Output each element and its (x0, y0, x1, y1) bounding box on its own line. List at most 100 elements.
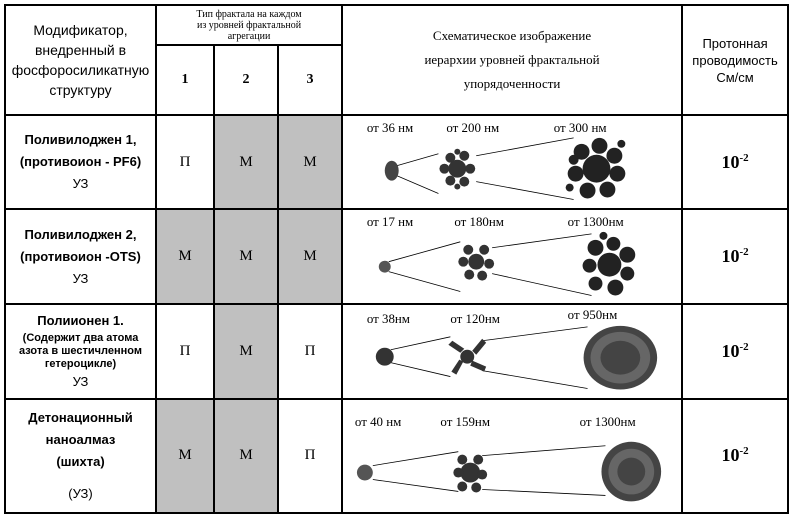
header-fractal-type-line: Тип фрактала на каждом (196, 8, 302, 20)
table-row: Поливилоджен 1, (противоион - PF6) УЗ П … (4, 113, 790, 211)
table-row: Полиионен 1. (Содержит два атома азота в… (4, 302, 790, 401)
fractal-hierarchy-diagram: от 40 нм от 159нм от 1300нм (355, 414, 662, 502)
modifier-cell: Полиионен 1. (Содержит два атома азота в… (4, 302, 157, 401)
connector-line (482, 326, 588, 342)
connector-line (390, 336, 451, 350)
fractal-level-1 (356, 464, 373, 481)
header-scheme: Схематическое изображение иерархии уровн… (341, 4, 684, 116)
connector-line (482, 489, 606, 497)
modifier-name: Поливилоджен 1, (24, 132, 137, 148)
scheme-cell: от 40 нм от 159нм от 1300нм (341, 398, 684, 514)
level-cell: М (213, 208, 279, 305)
table-row: Поливилоджен 2, (противоион -OTS) УЗ М М… (4, 208, 790, 305)
level-cell: М (213, 302, 279, 401)
fractal-level-3 (582, 232, 636, 296)
connector-line (372, 479, 459, 493)
conductivity-exponent: -2 (739, 151, 749, 164)
level-cell: П (276, 398, 344, 514)
modifier-note: (Содержит два атома (22, 332, 139, 345)
level-cell: М (213, 398, 279, 514)
scheme-cell: от 17 нм от 180нм от 1300нм (341, 208, 684, 305)
connector-line (482, 445, 606, 457)
fractal-level-1 (375, 347, 394, 366)
conductivity-cell: 10-2 (681, 113, 790, 211)
size-label-3: от 1300нм (568, 214, 624, 229)
modifier-counterion: (противоион - PF6) (19, 154, 142, 170)
modifier-uz: УЗ (72, 270, 89, 286)
connector-line (482, 370, 588, 389)
modifier-note: азота в шестичленном (18, 345, 143, 358)
size-label-1: от 36 нм (367, 120, 413, 135)
modifier-name: Поливилоджен 2, (24, 226, 137, 242)
size-label-2: от 200 нм (446, 120, 499, 135)
header-fractal-type: Тип фрактала на каждом из уровней фракта… (154, 4, 344, 46)
fractal-hierarchy-diagram: от 38нм от 120нм от 950нм (367, 307, 658, 390)
scheme-cell: от 38нм от 120нм от 950нм (341, 302, 684, 401)
modifier-counterion: (противоион -OTS) (20, 248, 141, 264)
size-label-1: от 40 нм (355, 414, 401, 429)
header-proton-line: проводимость (692, 52, 778, 68)
size-label-2: от 120нм (450, 311, 500, 326)
fractal-level-3 (601, 442, 662, 502)
level-cell: М (276, 208, 344, 305)
modifier-uz: УЗ (72, 374, 89, 390)
level-cell: П (276, 302, 344, 401)
size-label-3: от 950нм (568, 307, 618, 322)
size-label-3: от 300 нм (554, 120, 607, 135)
connector-line (476, 181, 574, 200)
modifier-name: наноалмаз (45, 431, 116, 447)
header-level-2: 2 (213, 44, 279, 116)
header-level-1: 1 (155, 44, 215, 116)
header-modifier-line: Модификатор, (33, 22, 128, 38)
level-cell: П (155, 113, 215, 211)
fractal-level-1 (378, 261, 391, 274)
fractal-level-1 (384, 160, 399, 181)
size-label-1: от 17 нм (367, 214, 413, 229)
conductivity-exponent: -2 (739, 246, 749, 259)
header-modifier: Модификатор, внедренный в фосфоросиликат… (4, 4, 157, 116)
fractal-level-3 (583, 325, 658, 390)
connector-line (390, 362, 451, 377)
modifier-name: Полиионен 1. (37, 313, 124, 329)
modifier-cell: Поливилоджен 2, (противоион -OTS) УЗ (4, 208, 157, 305)
header-proton-line: См/см (716, 69, 754, 85)
fractal-level-2 (448, 338, 487, 375)
header-modifier-line: структуру (49, 82, 112, 98)
conductivity-cell: 10-2 (681, 302, 790, 401)
level-cell: М (155, 398, 215, 514)
conductivity-base: 10 (721, 341, 740, 362)
conductivity-exponent: -2 (739, 445, 749, 458)
conductivity-base: 10 (721, 445, 740, 466)
header-fractal-type-line: из уровней фрактальной (196, 19, 302, 31)
connector-line (476, 137, 574, 157)
header-modifier-line: фосфоросиликатную (11, 62, 150, 78)
modifier-cell: Поливилоджен 1, (противоион - PF6) УЗ (4, 113, 157, 211)
connector-line (388, 241, 461, 263)
level-cell: М (213, 113, 279, 211)
header-scheme-line: упорядоченности (463, 76, 561, 91)
conductivity-base: 10 (721, 246, 740, 267)
header-modifier-line: внедренный в (34, 42, 127, 58)
conductivity-cell: 10-2 (681, 398, 790, 514)
fractal-hierarchy-diagram: от 36 нм от 200 нм от 300 нм (367, 120, 626, 200)
header-level-3: 3 (276, 44, 344, 116)
conductivity-exponent: -2 (739, 341, 749, 354)
level-cell: М (276, 113, 344, 211)
modifier-uz: (УЗ) (68, 485, 93, 501)
scheme-cell: от 36 нм от 200 нм от 300 нм (341, 113, 684, 211)
fractal-table: Модификатор, внедренный в фосфоросиликат… (4, 4, 790, 514)
conductivity-base: 10 (721, 151, 740, 172)
header-proton-line: Протонная (702, 35, 768, 51)
header-scheme-line: Схематическое изображение (432, 28, 592, 43)
level-cell: П (155, 302, 215, 401)
modifier-cell: Детонационный наноалмаз (шихта) (УЗ) (4, 398, 157, 514)
connector-line (492, 273, 592, 297)
conductivity-cell: 10-2 (681, 208, 790, 305)
connector-line (372, 451, 459, 467)
header-scheme-line: иерархии уровней фрактальной (424, 52, 600, 67)
fractal-level-2 (458, 245, 495, 282)
fractal-hierarchy-diagram: от 17 нм от 180нм от 1300нм (367, 214, 636, 297)
modifier-name: Детонационный (28, 409, 133, 425)
size-label-2: от 159нм (440, 414, 490, 429)
